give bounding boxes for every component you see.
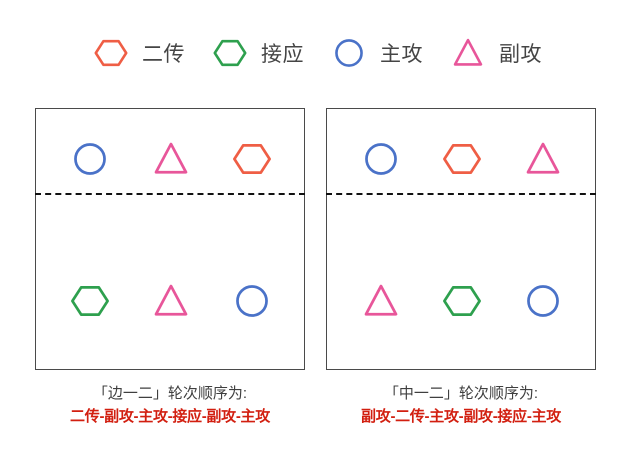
court-diagram-right <box>326 108 596 370</box>
front-row <box>36 129 306 189</box>
triangle-icon <box>143 273 199 329</box>
rotation-sequence: 二传-副攻-主攻-接应-副攻-主攻 <box>70 408 270 426</box>
legend-item-outside: 主攻 <box>330 34 423 74</box>
legend-item-setter: 二传 <box>92 34 185 74</box>
attack-line <box>326 193 596 195</box>
circle-icon <box>515 273 571 329</box>
hexagon-icon <box>434 131 490 187</box>
back-row <box>327 271 597 331</box>
back-row <box>36 271 306 331</box>
triangle-icon <box>143 131 199 187</box>
legend-label-outside: 主攻 <box>380 42 423 66</box>
hexagon-icon <box>62 273 118 329</box>
hexagon-icon <box>434 273 490 329</box>
hexagon-icon <box>92 34 136 74</box>
court-diagram-left <box>35 108 305 370</box>
legend-label-setter: 二传 <box>142 42 185 66</box>
rotation-sequence: 副攻-二传-主攻-副攻-接应-主攻 <box>361 408 561 426</box>
legend-item-middle: 副攻 <box>449 34 542 74</box>
circle-icon <box>224 273 280 329</box>
caption-left: 「边一二」轮次顺序为: 二传-副攻-主攻-接应-副攻-主攻 <box>35 382 305 429</box>
caption-title: 「中一二」轮次顺序为: <box>383 385 539 402</box>
triangle-icon <box>449 34 493 74</box>
circle-icon <box>62 131 118 187</box>
legend-label-middle: 副攻 <box>499 42 542 66</box>
triangle-icon <box>515 131 571 187</box>
hexagon-icon <box>211 34 255 74</box>
circle-icon <box>330 34 374 74</box>
triangle-icon <box>353 273 409 329</box>
attack-line <box>35 193 305 195</box>
legend-item-opposite: 接应 <box>211 34 304 74</box>
front-row <box>327 129 597 189</box>
circle-icon <box>353 131 409 187</box>
legend: 二传 接应 主攻 副攻 <box>0 28 634 80</box>
caption-title: 「边一二」轮次顺序为: <box>92 385 248 402</box>
caption-right: 「中一二」轮次顺序为: 副攻-二传-主攻-副攻-接应-主攻 <box>326 382 596 429</box>
hexagon-icon <box>224 131 280 187</box>
legend-label-opposite: 接应 <box>261 42 304 66</box>
